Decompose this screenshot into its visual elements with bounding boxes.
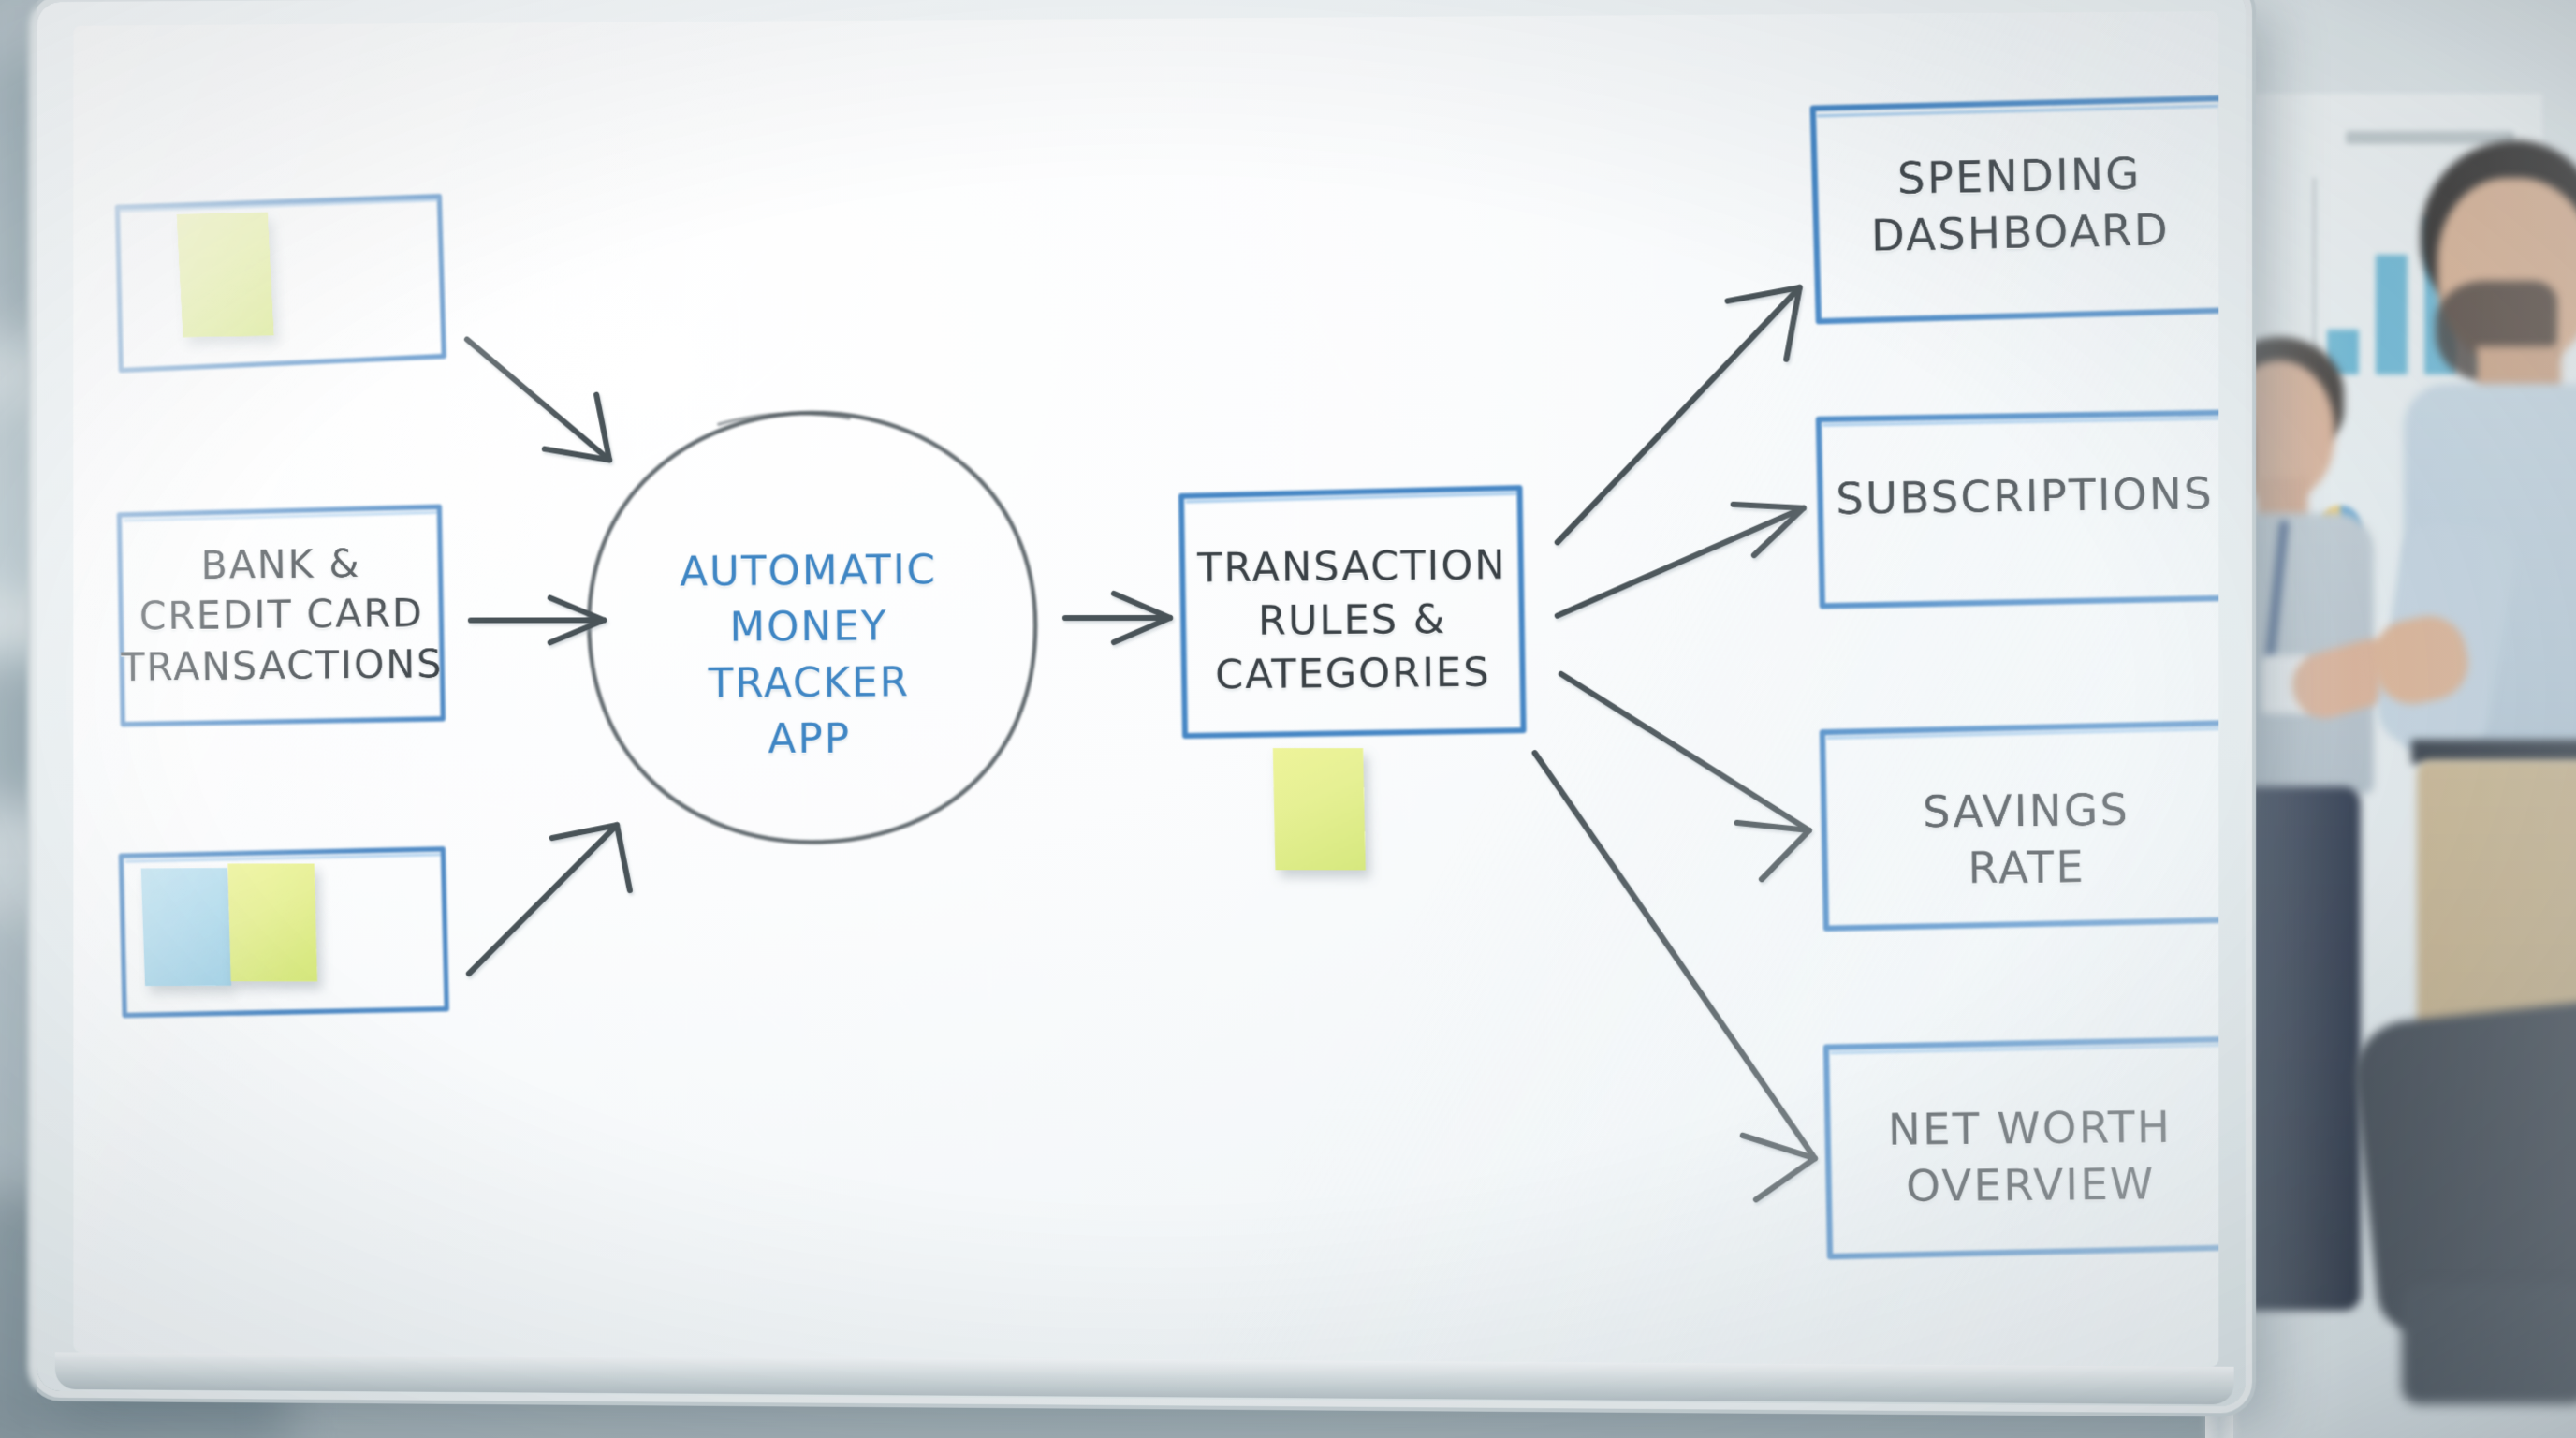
whiteboard-frame: BANK & CREDIT CARD TRANSACTIONS AUTOMATI… xyxy=(37,0,2246,1406)
output-box-net-worth-outline xyxy=(1826,1038,2218,1259)
arrow-input-bank-to-hub xyxy=(471,598,604,643)
flowchart-diagram: BANK & CREDIT CARD TRANSACTIONS AUTOMATI… xyxy=(73,11,2218,1367)
sticky-note-blue-bottom[interactable] xyxy=(140,868,231,987)
poster-bar xyxy=(2376,255,2408,374)
input-box-top-outline xyxy=(117,197,444,371)
arrow-input-top-to-hub xyxy=(467,339,609,461)
processor-box-outline xyxy=(1181,488,1524,736)
sticky-note-yellow-bottom[interactable] xyxy=(227,863,317,981)
arrow-input-bottom-to-hub xyxy=(469,825,630,974)
poster-title-bar xyxy=(2346,131,2514,144)
whiteboard-surface: BANK & CREDIT CARD TRANSACTIONS AUTOMATI… xyxy=(73,11,2218,1367)
arrow-processor-to-subscriptions xyxy=(1558,505,1804,616)
sticky-note-yellow-processor[interactable] xyxy=(1273,748,1366,871)
hub-ellipse-outline xyxy=(589,412,1035,843)
sticky-note-yellow-top[interactable] xyxy=(176,213,273,338)
input-box-bank-outline xyxy=(119,506,443,724)
arrow-processor-to-net-worth xyxy=(1535,753,1815,1199)
output-box-spending-dashboard-outline xyxy=(1813,98,2218,321)
office-scene-right xyxy=(2205,0,2576,1438)
arrow-hub-to-processor xyxy=(1065,594,1170,642)
office-chair-base xyxy=(2402,1283,2576,1404)
diagram-ink-layer xyxy=(73,11,2218,1367)
output-box-subscriptions-outline xyxy=(1819,413,2218,607)
output-box-savings-rate-outline xyxy=(1822,723,2218,930)
